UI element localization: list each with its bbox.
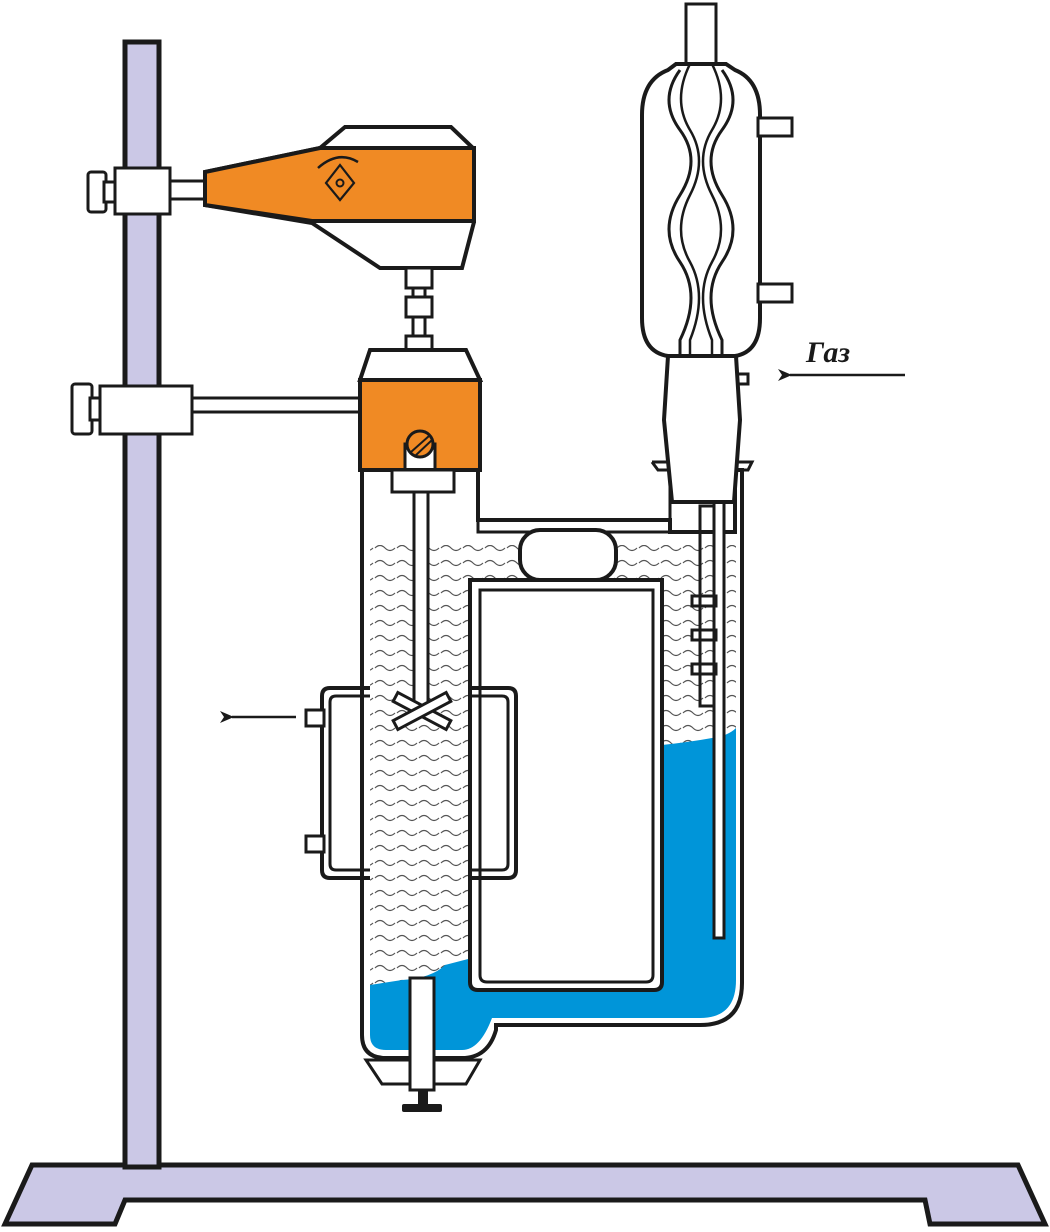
stirrer-motor (203, 125, 476, 270)
inner-hollow (468, 578, 664, 992)
reaction-vessel (304, 372, 755, 1112)
condenser-bulbs (667, 69, 735, 356)
stand-base (1, 1162, 1049, 1227)
lower-clamp-block (98, 384, 194, 436)
stirrer-shaft (412, 490, 430, 714)
reflux-condenser (640, 2, 794, 504)
blue-liquid (370, 728, 736, 1050)
stirrer-blades (391, 690, 453, 732)
condenser-port-upper (756, 116, 794, 138)
cooling-jacket (304, 686, 518, 880)
bearing-head-orange (358, 378, 482, 472)
gas-label: Газ (805, 336, 850, 369)
drain-valve[interactable] (363, 976, 483, 1112)
eye-diamond-logo (317, 155, 359, 202)
lower-clamp[interactable] (70, 382, 366, 436)
retort-stand (1, 39, 1049, 1227)
upper-clamp[interactable] (86, 166, 208, 216)
condenser-jacket (640, 62, 762, 358)
condenser-adapter (661, 354, 743, 504)
upper-clamp-block (113, 166, 172, 216)
upper-clamp-arm (168, 179, 208, 201)
lower-clamp-arm (190, 396, 366, 414)
stand-rod (122, 39, 162, 1170)
condenser-top-tube (684, 2, 718, 68)
jacket-outlet-top (304, 708, 326, 728)
bridge-plug (518, 528, 618, 582)
motor-orange-band (203, 146, 476, 223)
jacket-outlet-bottom (304, 834, 326, 854)
drain-valve-handle[interactable] (402, 1104, 442, 1112)
stirrer-shaft-sleeve (390, 468, 456, 494)
gas-inlet-indicator: Газ (778, 336, 905, 381)
condenser-port-lower (756, 282, 794, 304)
coupling-shaft (404, 266, 434, 354)
bearing-head (357, 348, 484, 472)
